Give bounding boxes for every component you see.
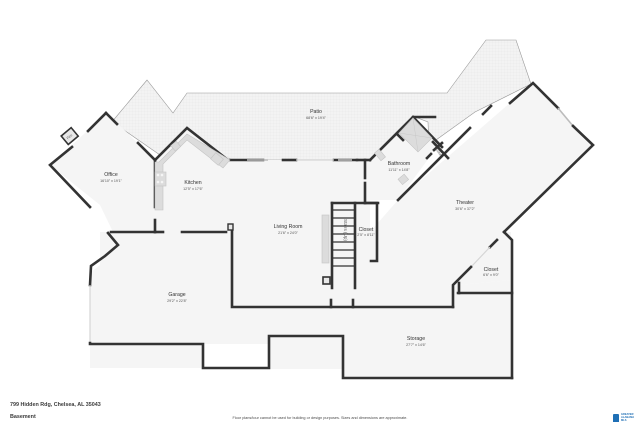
storage-dims: 27'7" x 14'6" (406, 343, 426, 347)
theater-label: Theater (456, 200, 474, 206)
mls-logo: GREATER ALABAMA MLS (613, 413, 639, 423)
floor-level: Basement (10, 414, 36, 420)
stair-closet-dims: 2'5" x 8'11" (357, 233, 375, 237)
living-room-label: Living Room (274, 224, 303, 230)
living-room-dims: 21'6" x 24'0" (278, 231, 298, 235)
kitchen-dims: 12'5" x 17'6" (183, 187, 203, 191)
stair-closet-label: Closet (359, 227, 374, 233)
garage-dims: 29'2" x 22'8" (167, 299, 187, 303)
patio-dims: 68'6" x 19'4" (306, 116, 326, 120)
patio-label: Patio (310, 109, 322, 115)
bath-closet-label: Closet (434, 147, 443, 157)
theater-closet-dims: 6'6" x 9'0" (483, 273, 499, 277)
stairs-treads (333, 209, 354, 267)
bathroom-dims: 11'11" x 14'8" (388, 168, 410, 172)
mls-logo-text: GREATER ALABAMA MLS (621, 413, 635, 422)
floor-fills (50, 83, 593, 378)
kitchen-counters (154, 133, 231, 211)
office-label: Office (104, 172, 118, 178)
walls: Fire Closet (48, 81, 595, 380)
stairs-label: Stairs (Up) (343, 219, 348, 241)
storage-label: Storage (407, 336, 425, 342)
theater-dims: 30'6" x 37'2" (455, 207, 475, 211)
bathroom-label: Bathroom (388, 161, 411, 167)
kitchen-label: Kitchen (184, 180, 201, 186)
theater-closet-label: Closet (484, 267, 499, 273)
garage-label: Garage (168, 292, 185, 298)
room-labels: Patio 68'6" x 19'4" Office 16'10" x 19'1… (100, 109, 499, 347)
property-address: 799 Hidden Rdg, Chelsea, AL 35043 (10, 402, 101, 408)
fireplace (60, 126, 80, 146)
mls-logo-icon (613, 414, 619, 422)
office-dims: 16'10" x 19'1" (100, 179, 122, 183)
disclaimer: Floor plans/tour cannot be used for buil… (232, 416, 408, 420)
fireplace-label: Fire (66, 133, 73, 140)
